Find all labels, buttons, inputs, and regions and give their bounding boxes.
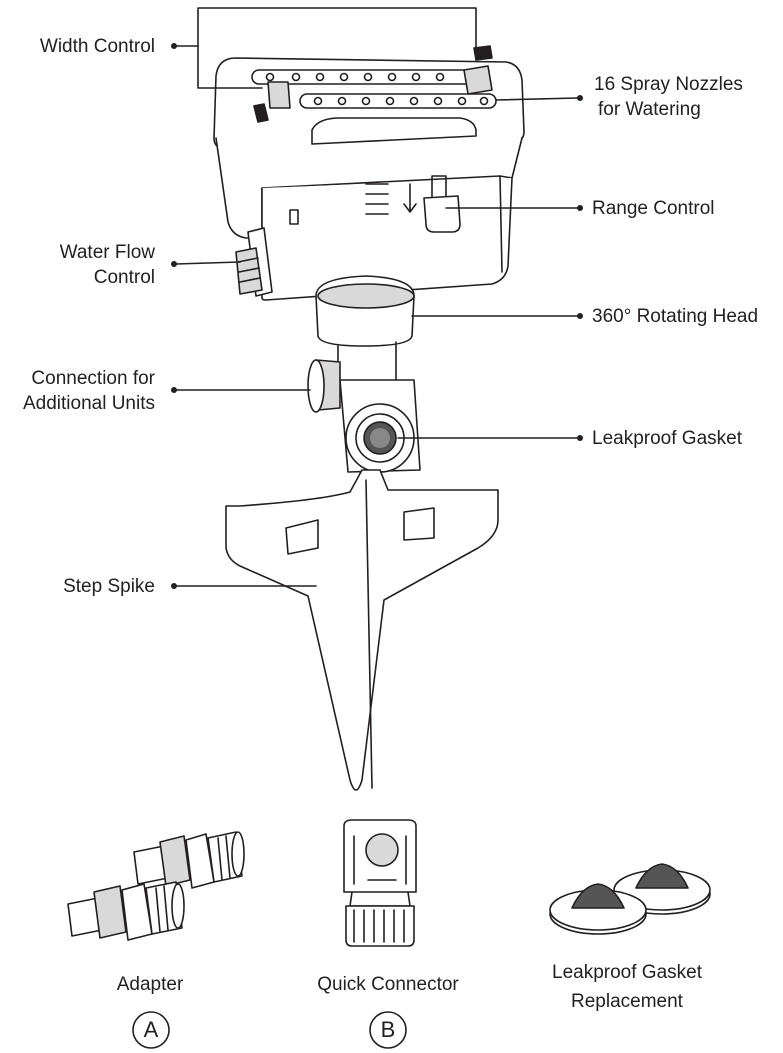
connection-label: Connection for Additional Units	[23, 366, 155, 416]
gasket-replacement-line-2: Replacement	[571, 991, 683, 1012]
water-flow-knob	[235, 227, 273, 297]
range-control-slider	[365, 175, 461, 233]
rotating-head	[315, 275, 415, 383]
adapter-illustration	[67, 831, 245, 941]
width-control-label: Width Control	[39, 36, 155, 57]
width-control-tabs	[253, 45, 493, 123]
gasket-replacement-line-1: Leakproof Gasket	[552, 962, 702, 983]
gasket-replacement-illustration	[549, 863, 711, 935]
leakproof-gasket-label: Leakproof Gasket	[592, 428, 742, 449]
callout-lines	[175, 7, 579, 587]
spray-nozzles-line-1: 16 Spray Nozzles	[594, 74, 743, 95]
water-flow-control-label: Water Flow Control	[60, 240, 155, 290]
quick-connector-letter: B	[380, 1017, 396, 1042]
quick-connector-label: Quick Connector	[317, 974, 459, 995]
quick-connector-illustration	[343, 819, 417, 947]
water-flow-line-2: Control	[93, 267, 155, 288]
adapter-letter: A	[143, 1017, 159, 1042]
adapter-label: Adapter	[116, 974, 184, 995]
connection-line-1: Connection for	[31, 368, 155, 389]
inlet-coupling	[339, 379, 421, 473]
side-connector	[307, 359, 341, 413]
step-spike-label: Step Spike	[63, 576, 155, 597]
letter-a-circle	[132, 1011, 170, 1049]
spray-nozzles-line-2: for Watering	[598, 99, 701, 120]
connection-line-2: Additional Units	[22, 393, 155, 414]
spray-nozzles-label: 16 Spray Nozzles for Watering	[594, 72, 743, 122]
letter-b-circle	[369, 1011, 407, 1049]
callout-dots	[171, 43, 583, 589]
sprinkler-head	[213, 45, 525, 301]
range-control-label: Range Control	[592, 198, 715, 219]
water-flow-line-1: Water Flow	[59, 242, 155, 263]
step-spike	[225, 469, 499, 791]
rotating-head-label: 360° Rotating Head	[592, 306, 759, 327]
gasket-replacement-label: Leakproof Gasket Replacement	[520, 960, 734, 1014]
spray-nozzles	[265, 72, 489, 106]
